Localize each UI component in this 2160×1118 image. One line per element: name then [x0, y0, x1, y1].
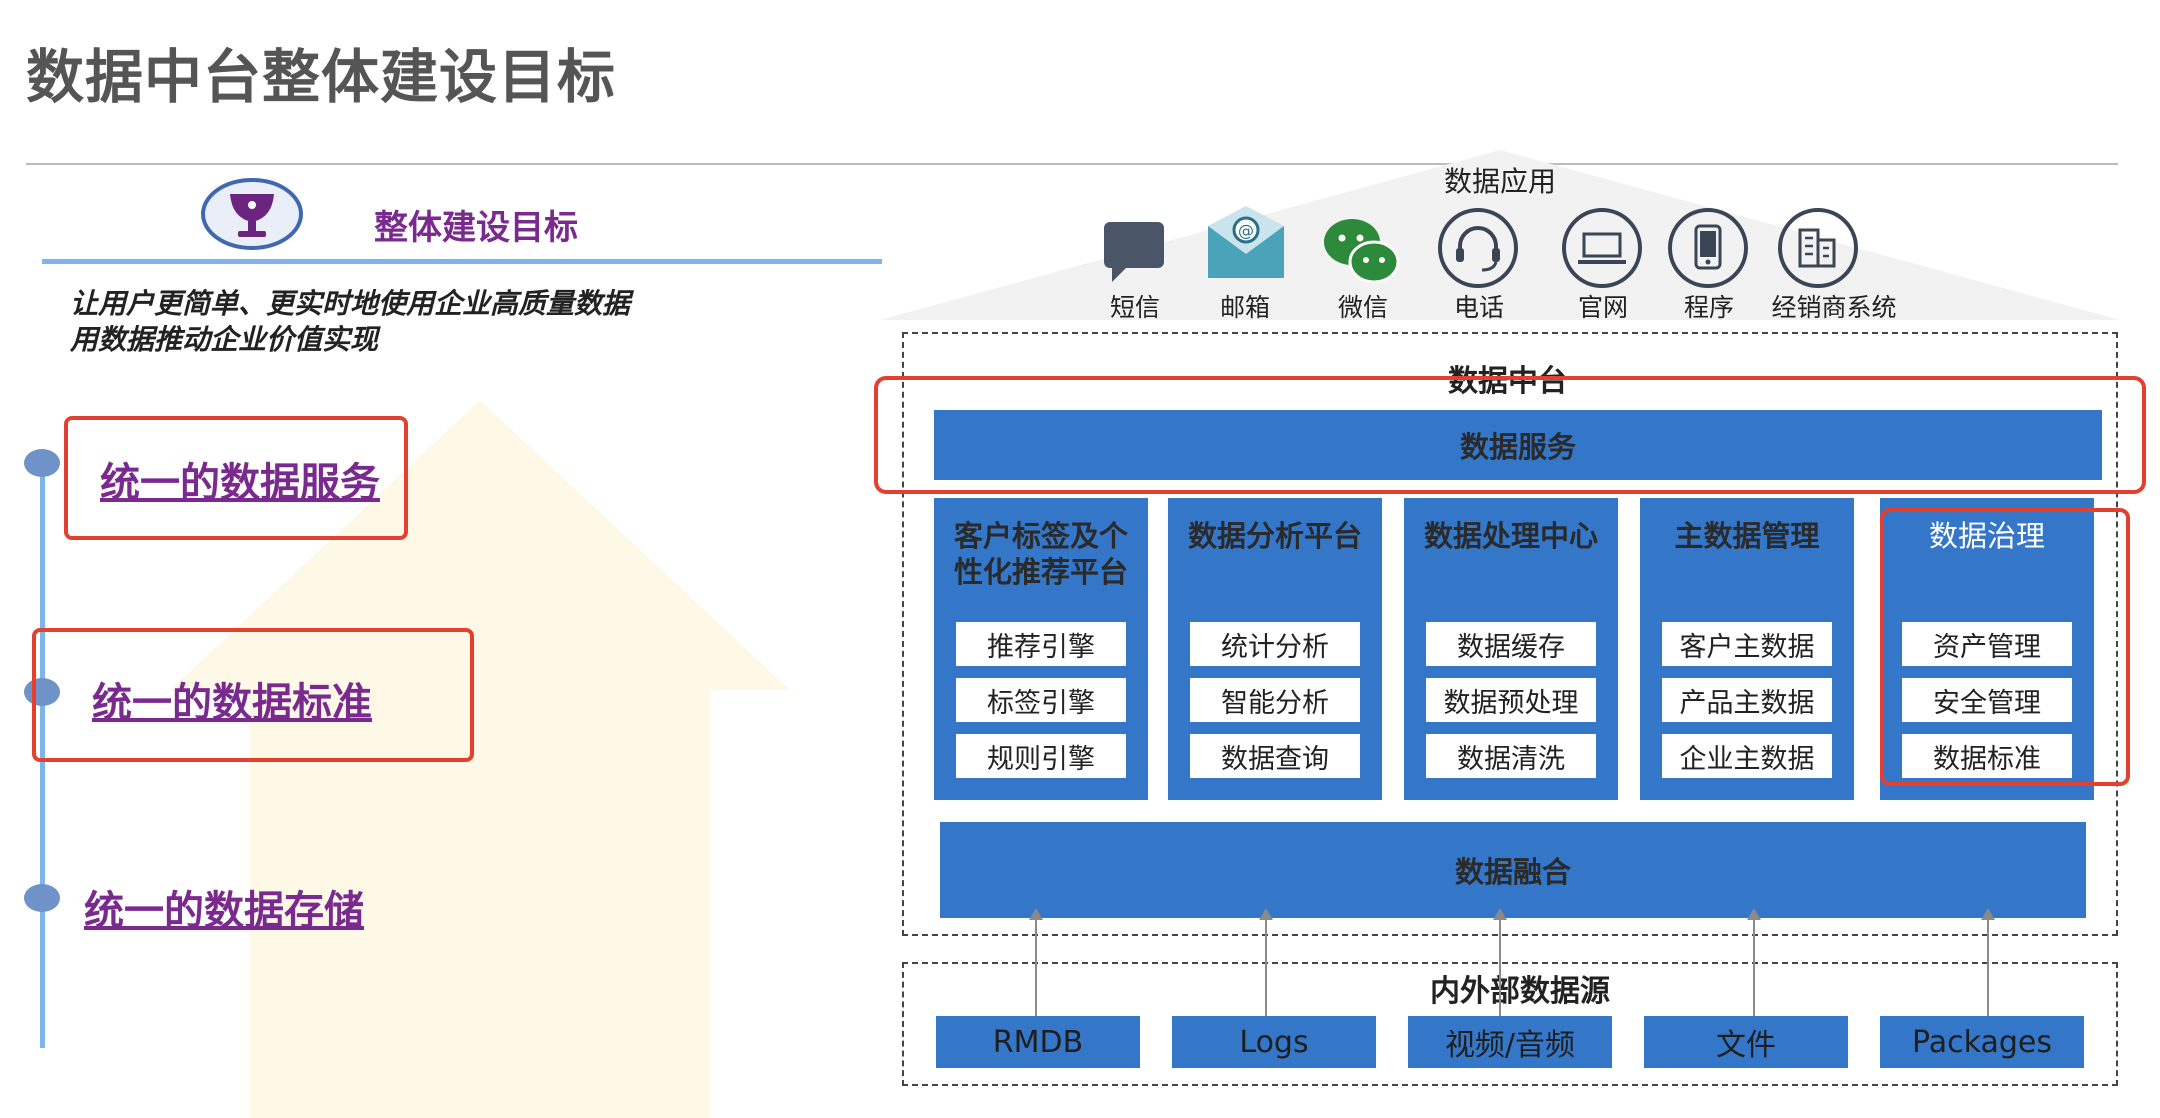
- mobile-icon: [1668, 208, 1748, 288]
- goal-title: 整体建设目标: [374, 208, 578, 248]
- pillar-link-data-standard[interactable]: 统一的数据标准: [92, 680, 372, 726]
- arrow-head: [1259, 908, 1273, 920]
- app-label-sms: 短信: [1109, 293, 1160, 322]
- module-title: 客户标签及个性化推荐平台: [953, 519, 1128, 589]
- module-title: 数据治理: [1928, 519, 2045, 553]
- module-data-analysis: 数据分析平台 统计分析 智能分析 数据查询: [1168, 498, 1382, 800]
- module-data-processing: 数据处理中心 数据缓存 数据预处理 数据清洗: [1404, 498, 1618, 800]
- module-item: 规则引擎: [956, 734, 1126, 778]
- timeline-dot: [24, 449, 60, 477]
- module-item: 统计分析: [1190, 622, 1360, 666]
- module-item: 数据清洗: [1426, 734, 1596, 778]
- background-arrow-shape: [170, 400, 790, 1118]
- module-item: 推荐引擎: [956, 622, 1126, 666]
- svg-text:@: @: [1238, 221, 1254, 240]
- title-divider: [26, 163, 2118, 165]
- module-item: 客户主数据: [1662, 622, 1832, 666]
- highlight-frame: [64, 416, 408, 540]
- apps-title: 数据应用: [1443, 165, 1556, 198]
- app-label-phone: 电话: [1453, 293, 1504, 322]
- data-sources-title: 内外部数据源: [1430, 974, 1610, 1009]
- laptop-icon: [1562, 208, 1642, 288]
- data-platform-container: [902, 332, 2118, 936]
- arrow-head: [1029, 908, 1043, 920]
- arrow-head: [1981, 908, 1995, 920]
- module-item: 数据查询: [1190, 734, 1360, 778]
- source-video-audio: 视频/音频: [1408, 1016, 1612, 1068]
- source-files: 文件: [1644, 1016, 1848, 1068]
- data-fusion-bar: 数据融合: [940, 822, 2086, 918]
- module-item: 数据预处理: [1426, 678, 1596, 722]
- highlight-frame: [874, 376, 2146, 494]
- app-label-dealer-system: 经销商系统: [1771, 293, 1897, 322]
- module-item: 数据缓存: [1426, 622, 1596, 666]
- app-label-website: 官网: [1577, 293, 1628, 322]
- module-item: 产品主数据: [1662, 678, 1832, 722]
- module-title: 数据处理中心: [1423, 519, 1598, 553]
- highlight-frame: [1880, 508, 2130, 786]
- headset-icon: [1438, 208, 1518, 288]
- module-title: 数据分析平台: [1187, 519, 1362, 553]
- module-item: 标签引擎: [956, 678, 1126, 722]
- highlight-frame: [32, 628, 474, 762]
- module-data-governance: 数据治理 资产管理 安全管理 数据标准: [1880, 498, 2094, 800]
- data-sources-container: [902, 962, 2118, 1086]
- pillar-link-data-storage[interactable]: 统一的数据存储: [84, 888, 364, 934]
- timeline-dot: [24, 678, 60, 706]
- goal-line-1: 让用户更简单、更实时地使用企业高质量数据: [70, 287, 631, 320]
- source-packages: Packages: [1880, 1016, 2084, 1068]
- pillar-link-data-service[interactable]: 统一的数据服务: [100, 460, 380, 506]
- flow-arrow: [1753, 918, 1755, 1018]
- module-master-data: 主数据管理 客户主数据 产品主数据 企业主数据: [1640, 498, 1854, 800]
- data-platform-title: 数据中台: [1448, 364, 1568, 399]
- source-logs: Logs: [1172, 1016, 1376, 1068]
- app-label-program: 程序: [1683, 293, 1734, 322]
- envelope-icon: @: [1208, 206, 1284, 278]
- flow-arrow: [1265, 918, 1267, 1018]
- module-item: 智能分析: [1190, 678, 1360, 722]
- app-label-email: 邮箱: [1219, 293, 1270, 322]
- flow-arrow: [1035, 918, 1037, 1018]
- roof-shape: [880, 150, 2120, 320]
- module-title: 主数据管理: [1674, 519, 1820, 553]
- chat-bubble-icon: [1104, 222, 1164, 282]
- data-service-bar: 数据服务: [934, 410, 2102, 480]
- page-title: 数据中台整体建设目标: [26, 43, 617, 111]
- module-item: 安全管理: [1902, 678, 2072, 722]
- module-tag-recommendation: 客户标签及个性化推荐平台 推荐引擎 标签引擎 规则引擎: [934, 498, 1148, 800]
- building-icon: [1778, 208, 1858, 288]
- module-item: 数据标准: [1902, 734, 2072, 778]
- timeline-dot: [24, 884, 60, 912]
- goal-underline: [42, 259, 882, 264]
- arrow-head: [1493, 908, 1507, 920]
- timeline-line: [40, 450, 45, 1048]
- flow-arrow: [1499, 918, 1501, 1018]
- goal-line-2: 用数据推动企业价值实现: [70, 323, 379, 356]
- source-rmdb: RMDB: [936, 1016, 1140, 1068]
- arrow-head: [1747, 908, 1761, 920]
- trophy-icon: [201, 178, 303, 250]
- wechat-icon: [1324, 219, 1400, 284]
- app-label-wechat: 微信: [1337, 293, 1388, 322]
- module-item: 企业主数据: [1662, 734, 1832, 778]
- flow-arrow: [1987, 918, 1989, 1018]
- module-item: 资产管理: [1902, 622, 2072, 666]
